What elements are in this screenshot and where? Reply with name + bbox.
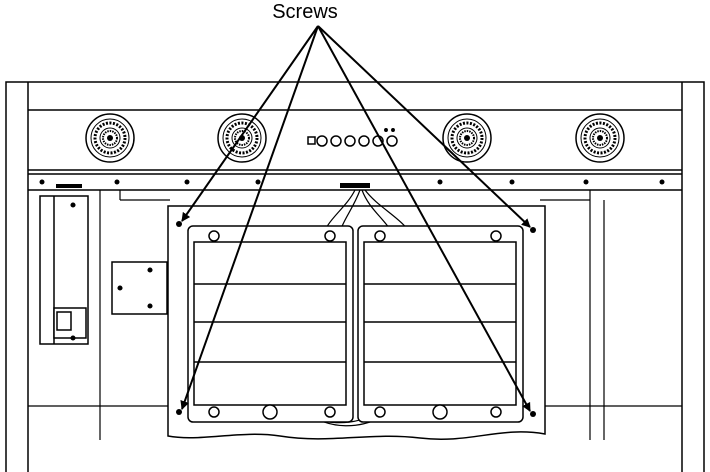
blower-cover-right <box>357 225 524 423</box>
control-box <box>39 195 89 345</box>
junction-plate <box>111 261 168 315</box>
light-fixture-3 <box>441 112 493 164</box>
screw-bottom-right <box>530 411 536 417</box>
screw-top-right <box>530 227 536 233</box>
screws-callout-label: Screws <box>272 1 338 23</box>
screw-bottom-left <box>176 409 182 415</box>
callout-arrows <box>180 25 531 412</box>
rivet-row <box>39 179 665 188</box>
screw-top-left <box>176 221 182 227</box>
light-fixture-1 <box>84 112 136 164</box>
light-fixture-2 <box>216 112 268 164</box>
light-fixture-4 <box>574 112 626 164</box>
inner-frame <box>28 190 682 440</box>
mounting-screws <box>176 221 536 417</box>
hood-body <box>5 81 705 472</box>
control-buttons <box>307 128 398 147</box>
control-panel <box>28 109 682 191</box>
